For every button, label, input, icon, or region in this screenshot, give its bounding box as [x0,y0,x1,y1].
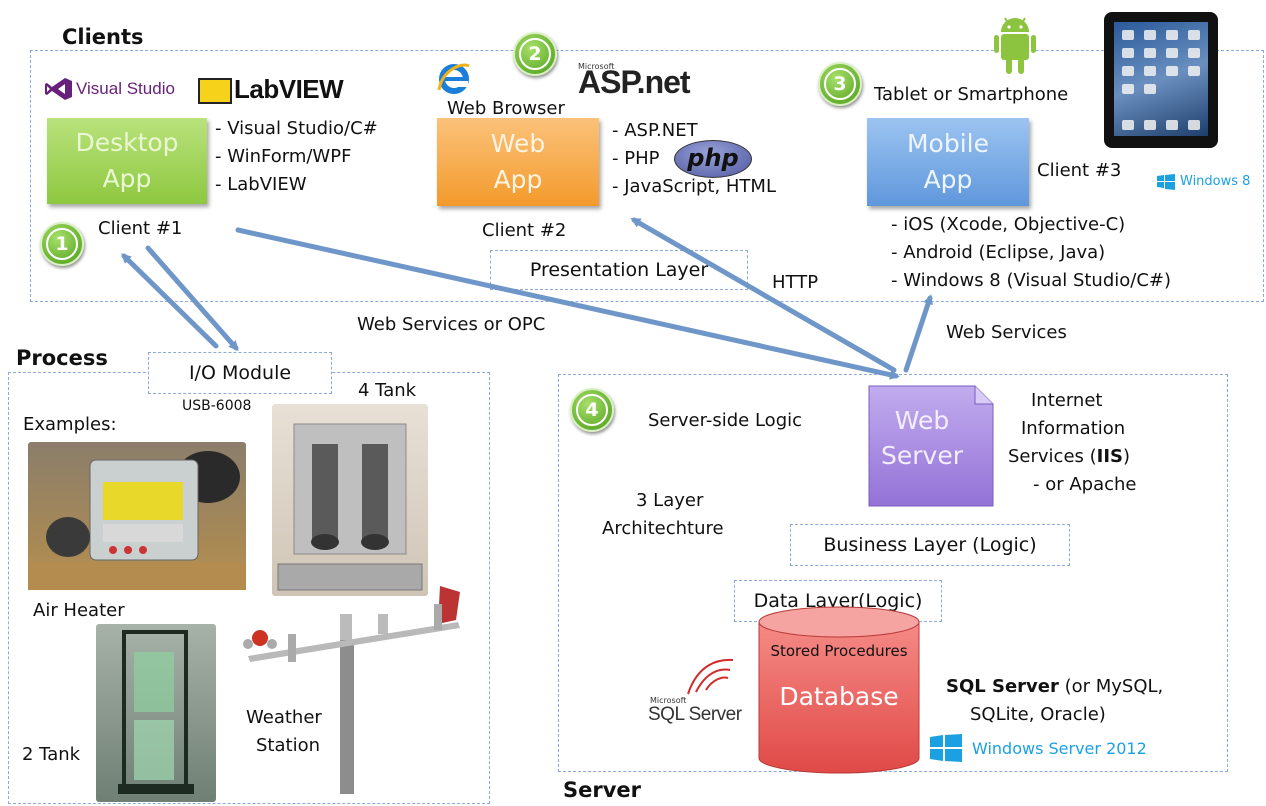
web-app-line2: App [493,165,543,194]
server-badge: 4 [570,388,614,432]
client-3-label: Client #3 [1037,160,1122,181]
client-2-label: Client #2 [482,220,567,241]
client-2-badge: 2 [513,32,557,76]
client-1-number: 1 [46,228,78,260]
sql-bold: SQL Server [946,676,1059,697]
mobile-tech-1: - iOS (Xcode, Objective-C) [891,214,1126,235]
web-app-box: Web App [437,118,599,206]
desktop-tech-3: - LabVIEW [215,174,307,195]
aspnet-logo: Microsoft ASP.net [578,62,708,102]
php-logo: php [674,140,752,178]
visual-studio-logo-text: Visual Studio [76,79,175,98]
presentation-layer-label: Presentation Layer [490,250,748,290]
ipad-image [1104,12,1218,148]
two-tank-photo [96,624,216,802]
two-tank-label: 2 Tank [22,744,81,765]
stored-procedures-label: Stored Procedures [770,642,908,660]
device-label: Tablet or Smartphone [874,84,1069,105]
server-side-logic-label: Server-side Logic [648,410,803,431]
iis-line4: - or Apache [1033,474,1137,495]
labview-logo-text: LabVIEW [234,74,344,104]
iis-line2: Information [1021,418,1126,439]
arch-line1: 3 Layer [636,490,704,511]
four-tank-photo [272,404,428,596]
arrow-webserver-to-mobile [903,294,933,373]
visual-studio-logo: Visual Studio [44,76,194,104]
web-server-line2: Server [881,441,963,470]
arch-line2: Architechture [602,518,724,539]
iis-line1: Internet [1031,390,1103,411]
four-tank-label: 4 Tank [358,380,417,401]
air-heater-photo [28,442,246,590]
windows8-logo-text: Windows 8 [1180,174,1251,189]
aspnet-logo-text: ASP.net [578,64,691,100]
client-1-label: Client #1 [98,218,183,239]
client-3-number: 3 [824,68,856,100]
web-tech-1: - ASP.NET [612,120,698,141]
weather-line1: Weather [246,707,322,728]
desktop-tech-2: - WinForm/WPF [215,146,352,167]
windows8-logo: Windows 8 [1157,172,1257,192]
mobile-tech-3: - Windows 8 (Visual Studio/C#) [891,270,1172,291]
windows-server-logo-text: Windows Server 2012 [972,739,1147,758]
sql-line2: SQLite, Oracle) [970,704,1106,725]
web-tech-2: - PHP [612,148,660,169]
air-heater-label: Air Heater [33,600,125,621]
sql-server-logo-text: SQL Server [648,704,742,725]
php-logo-text: php [687,144,739,172]
weather-line2: Station [256,735,320,756]
database-cylinder: Stored Procedures Database [757,606,921,776]
labview-logo: LabVIEW [198,74,344,106]
mobile-app-line2: App [923,165,973,194]
web-server-line1: Web [894,406,950,435]
iis-line3-prefix: Services ( [1008,446,1097,467]
server-title: Server [563,778,642,802]
client-3-badge: 3 [818,62,862,106]
web-browser-label: Web Browser [447,98,565,119]
sql-line1: SQL Server (or MySQL, [946,676,1163,697]
io-module-label: I/O Module [148,352,332,394]
aspnet-microsoft-text: Microsoft [578,62,615,71]
desktop-app-line2: App [102,164,152,193]
sql-server-logo: Microsoft SQL Server [648,654,752,728]
clients-title: Clients [62,25,144,49]
process-title: Process [16,346,108,370]
http-label: HTTP [772,272,819,293]
web-services-label: Web Services [946,322,1067,343]
mobile-tech-2: - Android (Eclipse, Java) [891,242,1106,263]
sql-rest: (or MySQL, [1058,676,1164,697]
iis-line3-bold: IIS [1096,446,1124,467]
iis-line3: Services (IIS) [1008,446,1130,467]
weather-station-image [238,584,470,794]
internet-explorer-icon [436,60,472,96]
desktop-app-box: Desktop App [47,118,207,204]
usb-label: USB-6008 [182,398,252,414]
ipad-screen [1114,22,1208,136]
desktop-tech-1: - Visual Studio/C# [215,118,378,139]
web-server-box: Web Server [867,384,995,508]
web-services-opc-label: Web Services or OPC [357,314,546,335]
desktop-app-line1: Desktop [75,128,179,157]
android-icon [993,12,1037,82]
examples-label: Examples: [23,414,117,435]
windows-server-logo: Windows Server 2012 [930,734,1160,764]
client-2-number: 2 [519,38,551,70]
server-number: 4 [576,394,608,426]
labview-icon [198,78,232,104]
web-tech-3: - JavaScript, HTML [612,176,776,197]
web-app-line1: Web [490,129,546,158]
mobile-app-box: Mobile App [867,118,1029,206]
database-label: Database [779,682,899,711]
client-1-badge: 1 [40,222,84,266]
mobile-app-line1: Mobile [906,129,989,158]
business-layer-label: Business Layer (Logic) [790,524,1070,566]
iis-line3-suffix: ) [1123,446,1131,467]
sql-server-microsoft-text: Microsoft [650,696,687,705]
